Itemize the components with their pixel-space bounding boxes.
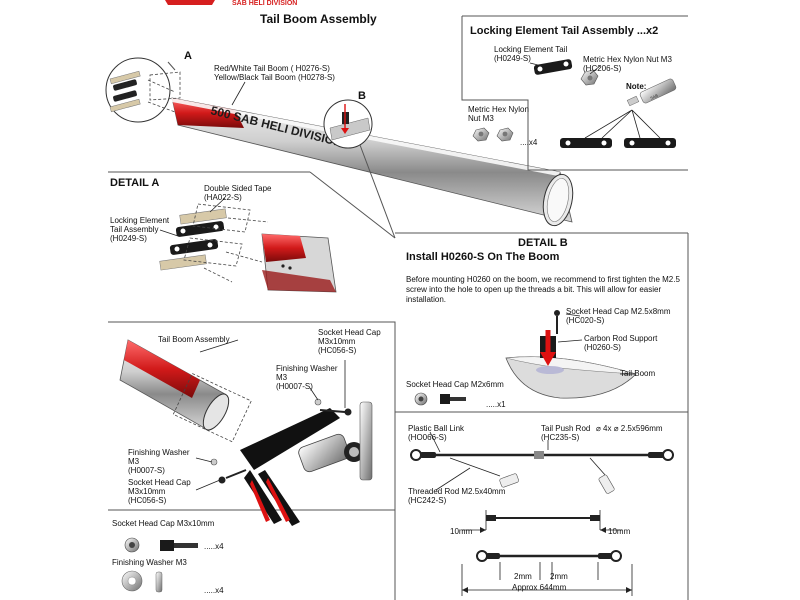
hex-nut-label: Metric Hex Nylon Nut M3 (583, 55, 672, 64)
pushrod-hinge-detail (449, 457, 615, 494)
glue-bottle: SAB (626, 78, 677, 107)
overall-length: Approx 644mm (512, 583, 567, 592)
legend-cap-screw (124, 537, 198, 553)
washer-top-label: Finishing Washer (276, 364, 338, 373)
screw-bot-size: M3x10mm (128, 487, 166, 496)
panel-borders (108, 15, 689, 600)
callout-b-zoom (323, 99, 396, 239)
pushrod-spec: ⌀ 4x ⌀ 2.5x596mm (596, 424, 663, 433)
support-code: (H0260-S) (584, 343, 621, 352)
legend-cap-qty: .....x4 (204, 542, 224, 551)
m2-cap-screw (414, 392, 466, 406)
lock-label-2: Tail Assembly (110, 225, 159, 234)
note-label: Note: (626, 82, 647, 91)
detail-a-boom-end (261, 233, 337, 293)
hex-nut-part (580, 69, 599, 86)
legend-washer-label: Finishing Washer M3 (112, 558, 187, 567)
m2-cap-label: Socket Head Cap M2x6mm (406, 380, 504, 389)
brand-logo-text: SAB HELI DIVISION (232, 0, 297, 7)
assembly-boom (119, 339, 252, 443)
detail-b-paragraph: Before mounting H0260 on the boom, we re… (406, 275, 680, 304)
detail-a-title: DETAIL A (110, 177, 160, 189)
tail-case-frame (240, 408, 340, 526)
screw-m25-code: (HC020-S) (566, 316, 605, 325)
m25-screw (554, 310, 560, 334)
washer-bot-code: (H0007-S) (128, 466, 165, 475)
locking-panel-title: Locking Element Tail Assembly ...x2 (470, 25, 659, 37)
detail-a-parts (159, 203, 269, 283)
pushrod-code: (HC235-S) (541, 433, 580, 442)
washer-bot-label: Finishing Washer (128, 448, 190, 457)
brand-logo: SAB HELI DIVISION (165, 0, 297, 7)
callout-b-label: B (358, 90, 366, 102)
callout-a-label: A (184, 50, 192, 62)
assembly-screws (210, 398, 352, 484)
locking-element-part (533, 59, 573, 75)
main-tail-boom: 500 SAB HELI DIVISION (171, 97, 574, 227)
threaded-rod-label: Threaded Rod M2.5x40mm (408, 487, 506, 496)
pushrod-bottom (461, 550, 633, 596)
legend-washer (121, 570, 163, 593)
pushrod-middle (462, 510, 622, 533)
callout-a-zoom (105, 57, 181, 123)
pushrod-label: Tail Push Rod (541, 424, 591, 433)
support-label: Carbon Rod Support (584, 334, 658, 343)
m2-cap-qty: .....x1 (486, 400, 506, 409)
washer-top-size: M3 (276, 373, 288, 382)
screw-bot-code: (HC056-S) (128, 496, 167, 505)
detail-b-tailboom-section (505, 356, 637, 399)
screw-top-size: M3x10mm (318, 337, 356, 346)
tape-label: Double Sided Tape (204, 184, 272, 193)
boom-label-yellow: Yellow/Black Tail Boom (H0278-S) (214, 73, 335, 82)
page-title: Tail Boom Assembly (260, 12, 377, 26)
svg-text:SAB: SAB (649, 93, 659, 101)
pushrod-top (410, 449, 674, 461)
screw-top-label: Socket Head Cap (318, 328, 381, 337)
gap-right: 2mm (550, 572, 568, 581)
small-nut-label-2: Nut M3 (468, 114, 494, 123)
locking-tail-label: Locking Element Tail (494, 45, 568, 54)
small-nut-label: Metric Hex Nylon (468, 105, 529, 114)
lock-label-3: (H0249-S) (110, 234, 147, 243)
gap-left: 2mm (514, 572, 532, 581)
hex-nut-code: (HC206-S) (583, 64, 622, 73)
tailboom-label: Tail Boom (620, 369, 656, 378)
screw-top-code: (HC056-S) (318, 346, 357, 355)
tail-gearbox (298, 401, 373, 481)
lock-label-1: Locking Element (110, 216, 170, 225)
tape-code: (HA022-S) (204, 193, 242, 202)
install-arrow (540, 330, 556, 366)
locking-pair-assembled (560, 138, 676, 148)
dim-left: 10mm (450, 527, 473, 536)
screw-bot-label: Socket Head Cap (128, 478, 191, 487)
ball-link-label: Plastic Ball Link (408, 424, 465, 433)
small-nut-qty: ....x4 (520, 138, 538, 147)
washer-top-code: (H0007-S) (276, 382, 313, 391)
screw-m25-label: Socket Head Cap M2.5x8mm (566, 307, 671, 316)
detail-b-subtitle: Install H0260-S On The Boom (406, 251, 560, 263)
boom-label-red: Red/White Tail Boom ( H0276-S) (214, 64, 330, 73)
legend-cap-label: Socket Head Cap M3x10mm (112, 519, 215, 528)
threaded-rod-code: (HC242-S) (408, 496, 447, 505)
legend-washer-qty: .....x4 (204, 586, 224, 595)
washer-bot-size: M3 (128, 457, 140, 466)
assembly-boom-label: Tail Boom Assembly (158, 335, 230, 344)
small-nuts (472, 127, 514, 142)
dim-right: 10mm (608, 527, 631, 536)
locking-tail-code: (H0249-S) (494, 54, 531, 63)
ball-link-code: (HO066-S) (408, 433, 447, 442)
detail-b-title: DETAIL B (518, 237, 568, 249)
